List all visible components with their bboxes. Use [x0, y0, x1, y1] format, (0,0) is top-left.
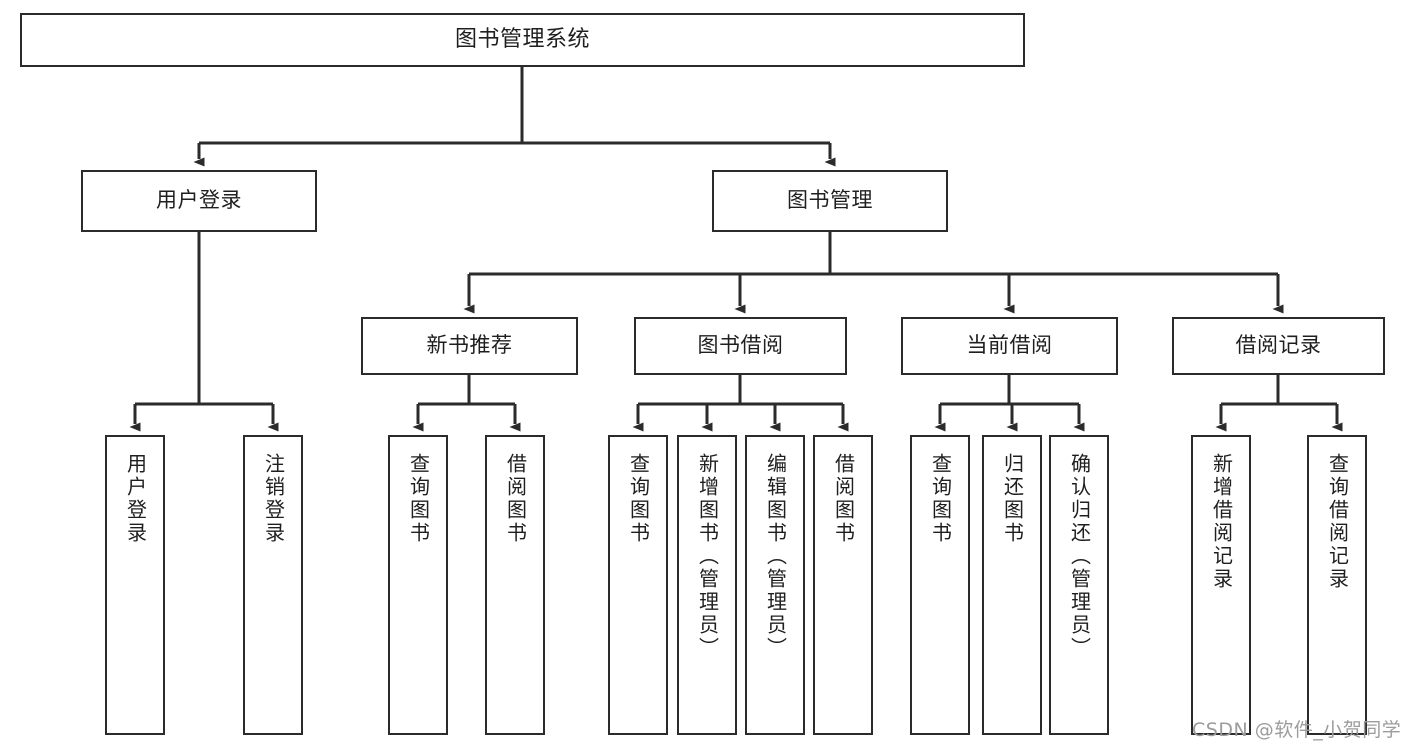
node-root-system[interactable]: 图书管理系统 — [20, 13, 1025, 67]
node-label: 新增图书（管理员） — [695, 453, 720, 660]
csdn-watermark: CSDN @软件_小贺同学 — [1192, 719, 1402, 741]
node-label: 查询借阅记录 — [1325, 453, 1350, 591]
node-leaf-add-book-admin[interactable]: 新增图书（管理员） — [677, 435, 737, 735]
node-book-borrow[interactable]: 图书借阅 — [634, 317, 847, 375]
node-label: 编辑图书（管理员） — [763, 453, 788, 660]
node-label: 新增借阅记录 — [1209, 453, 1234, 591]
node-label: 借阅图书 — [503, 453, 528, 545]
node-leaf-user-logout[interactable]: 注销登录 — [243, 435, 303, 735]
node-leaf-edit-book-admin[interactable]: 编辑图书（管理员） — [745, 435, 805, 735]
node-label: 借阅记录 — [1235, 333, 1322, 358]
node-book-management[interactable]: 图书管理 — [712, 170, 948, 232]
node-label: 注销登录 — [261, 453, 286, 545]
node-leaf-query-book-current[interactable]: 查询图书 — [910, 435, 970, 735]
node-label: 图书管理系统 — [454, 26, 590, 52]
node-leaf-user-login[interactable]: 用户登录 — [105, 435, 165, 735]
node-label: 借阅图书 — [831, 453, 856, 545]
node-leaf-query-borrow-record[interactable]: 查询借阅记录 — [1307, 435, 1367, 735]
node-label: 图书借阅 — [697, 333, 784, 358]
node-leaf-confirm-return-admin[interactable]: 确认归还（管理员） — [1049, 435, 1109, 735]
node-label: 新书推荐 — [426, 333, 513, 358]
node-leaf-query-book-borrow[interactable]: 查询图书 — [608, 435, 668, 735]
node-borrow-record[interactable]: 借阅记录 — [1172, 317, 1385, 375]
node-label: 查询图书 — [406, 453, 431, 545]
node-leaf-borrow-book-recommend[interactable]: 借阅图书 — [485, 435, 545, 735]
node-label: 图书管理 — [787, 188, 873, 213]
node-leaf-query-book-recommend[interactable]: 查询图书 — [388, 435, 448, 735]
node-label: 用户登录 — [156, 188, 242, 213]
node-label: 查询图书 — [928, 453, 953, 545]
node-label: 确认归还（管理员） — [1067, 453, 1092, 660]
node-current-borrow[interactable]: 当前借阅 — [901, 317, 1118, 375]
node-label: 查询图书 — [626, 453, 651, 545]
node-leaf-add-borrow-record[interactable]: 新增借阅记录 — [1191, 435, 1251, 735]
node-label: 归还图书 — [1000, 453, 1025, 545]
node-user-login[interactable]: 用户登录 — [81, 170, 317, 232]
node-new-book-recommend[interactable]: 新书推荐 — [361, 317, 578, 375]
node-leaf-borrow-book[interactable]: 借阅图书 — [813, 435, 873, 735]
node-label: 用户登录 — [123, 453, 148, 545]
node-leaf-return-book[interactable]: 归还图书 — [982, 435, 1042, 735]
node-label: 当前借阅 — [966, 333, 1053, 358]
